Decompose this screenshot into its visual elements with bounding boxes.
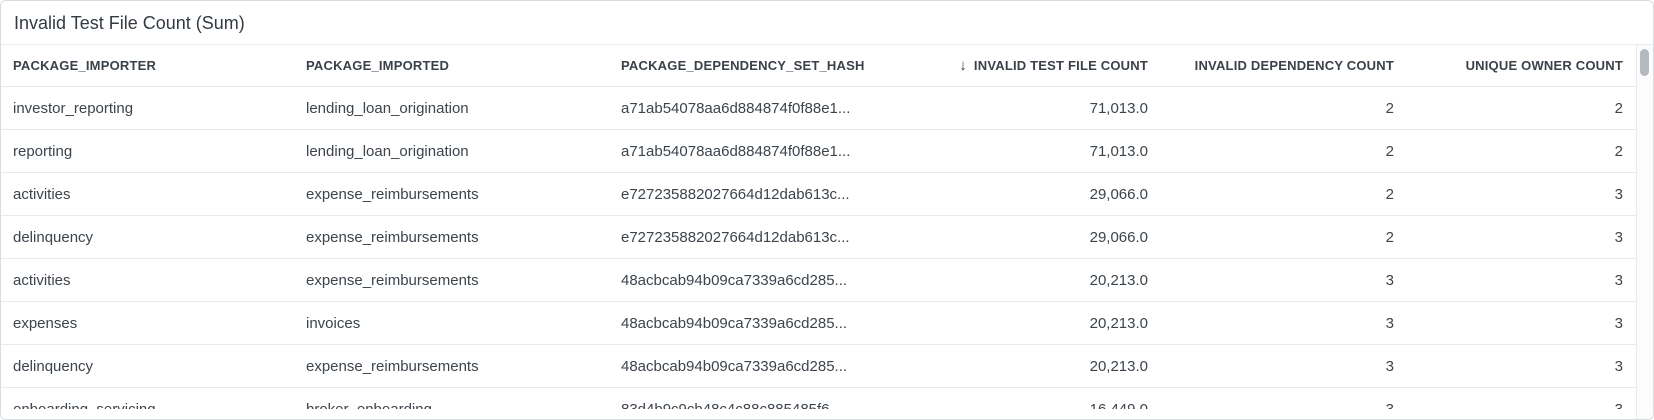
cell-unique_owner_count: 3 [1614, 228, 1623, 246]
cell-package_dependency_set_hash: a71ab54078aa6d884874f0f88e1... [621, 142, 851, 160]
cell-unique_owner_count: 3 [1614, 271, 1623, 289]
cell-package_importer: delinquency [13, 357, 94, 375]
cell-invalid_test_file_count: 71,013.0 [1089, 142, 1148, 160]
cell-package_importer: expenses [13, 314, 78, 332]
sort-descending-icon[interactable]: ↓ [959, 57, 967, 74]
cell-package_imported: expense_reimbursements [306, 357, 479, 375]
cell-unique_owner_count: 3 [1614, 357, 1623, 375]
cell-unique_owner_count: 2 [1614, 142, 1623, 160]
cell-package_importer: investor_reporting [13, 99, 134, 117]
cell-invalid_test_file_count: 20,213.0 [1089, 357, 1148, 375]
cell-package_imported: lending_loan_origination [306, 142, 469, 160]
cell-invalid_dependency_count: 2 [1385, 185, 1394, 203]
cell-unique_owner_count: 2 [1614, 99, 1623, 117]
vertical-scrollbar-thumb[interactable] [1640, 49, 1649, 76]
widget-title-bar: Invalid Test File Count (Sum) [1, 1, 1653, 45]
cell-package_importer: activities [13, 271, 71, 289]
table-row[interactable]: investor_reporting lending_loan_originati… [1, 87, 1636, 130]
cell-package_dependency_set_hash: a71ab54078aa6d884874f0f88e1... [621, 99, 851, 117]
cell-invalid_dependency_count: 2 [1385, 228, 1394, 246]
cell-package_imported: expense_reimbursements [306, 271, 479, 289]
cell-package_dependency_set_hash: 48acbcab94b09ca7339a6cd285... [621, 357, 848, 375]
cell-invalid_dependency_count: 2 [1385, 142, 1394, 160]
cell-invalid_test_file_count: 20,213.0 [1089, 314, 1148, 332]
column-header-label: PACKAGE_DEPENDENCY_SET_HASH [621, 58, 865, 73]
cell-package_imported: lending_loan_origination [306, 99, 469, 117]
table-row[interactable]: delinquency expense_reimbursements 48acbca… [1, 345, 1636, 388]
cell-invalid_dependency_count: 3 [1385, 314, 1394, 332]
cell-package_dependency_set_hash: 48acbcab94b09ca7339a6cd285... [621, 271, 848, 289]
cell-package_importer: activities [13, 185, 71, 203]
table-row[interactable]: activities expense_reimbursements 48acbcab… [1, 259, 1636, 302]
horizontal-scrollbar-track[interactable] [1, 409, 1636, 419]
cell-package_imported: invoices [306, 314, 361, 332]
cell-package_importer: delinquency [13, 228, 94, 246]
cell-package_imported: expense_reimbursements [306, 185, 479, 203]
column-header-package_dependency_set_hash[interactable]: PACKAGE_DEPENDENCY_SET_HASH [609, 58, 936, 73]
column-header-label: PACKAGE_IMPORTED [306, 58, 450, 73]
cell-package_dependency_set_hash: e727235882027664d12dab613c... [621, 185, 850, 203]
widget-title: Invalid Test File Count (Sum) [14, 13, 245, 33]
cell-package_dependency_set_hash: e727235882027664d12dab613c... [621, 228, 850, 246]
cell-package_dependency_set_hash: 48acbcab94b09ca7339a6cd285... [621, 314, 848, 332]
column-header-package_imported[interactable]: PACKAGE_IMPORTED [294, 58, 609, 73]
cell-unique_owner_count: 3 [1614, 314, 1623, 332]
table-row[interactable]: activities expense_reimbursements e7272358… [1, 173, 1636, 216]
data-table: PACKAGE_IMPORTER PACKAGE_IMPORTED PACKAGE_… [1, 45, 1653, 419]
cell-invalid_dependency_count: 2 [1385, 99, 1394, 117]
table-row[interactable]: reporting lending_loan_origination a71ab54… [1, 130, 1636, 173]
cell-invalid_test_file_count: 20,213.0 [1089, 271, 1148, 289]
cell-invalid_dependency_count: 3 [1385, 271, 1394, 289]
column-header-invalid_dependency_count[interactable]: INVALID DEPENDENCY COUNT [1161, 58, 1407, 73]
column-header-package_importer[interactable]: PACKAGE_IMPORTER [1, 58, 294, 73]
table-body: investor_reporting lending_loan_originati… [1, 87, 1636, 419]
column-header-label: INVALID DEPENDENCY COUNT [1194, 58, 1394, 73]
cell-invalid_test_file_count: 71,013.0 [1089, 99, 1148, 117]
table-grid: PACKAGE_IMPORTER PACKAGE_IMPORTED PACKAGE_… [1, 45, 1636, 419]
table-row[interactable]: expenses invoices 48acbcab94b09ca7339a6cd2… [1, 302, 1636, 345]
cell-invalid_test_file_count: 29,066.0 [1089, 228, 1148, 246]
table-row[interactable]: delinquency expense_reimbursements e727235… [1, 216, 1636, 259]
table-header-row: PACKAGE_IMPORTER PACKAGE_IMPORTED PACKAGE_… [1, 45, 1636, 87]
cell-unique_owner_count: 3 [1614, 185, 1623, 203]
column-header-unique_owner_count[interactable]: UNIQUE OWNER COUNT [1407, 58, 1636, 73]
column-header-label: UNIQUE OWNER COUNT [1465, 58, 1623, 73]
column-header-invalid_test_file_count[interactable]: ↓ INVALID TEST FILE COUNT [936, 57, 1161, 74]
cell-invalid_dependency_count: 3 [1385, 357, 1394, 375]
cell-package_importer: reporting [13, 142, 73, 160]
column-header-label: PACKAGE_IMPORTER [13, 58, 157, 73]
cell-package_imported: expense_reimbursements [306, 228, 479, 246]
column-header-label: INVALID TEST FILE COUNT [973, 58, 1148, 73]
cell-invalid_test_file_count: 29,066.0 [1089, 185, 1148, 203]
vertical-scrollbar-track[interactable] [1636, 45, 1653, 419]
